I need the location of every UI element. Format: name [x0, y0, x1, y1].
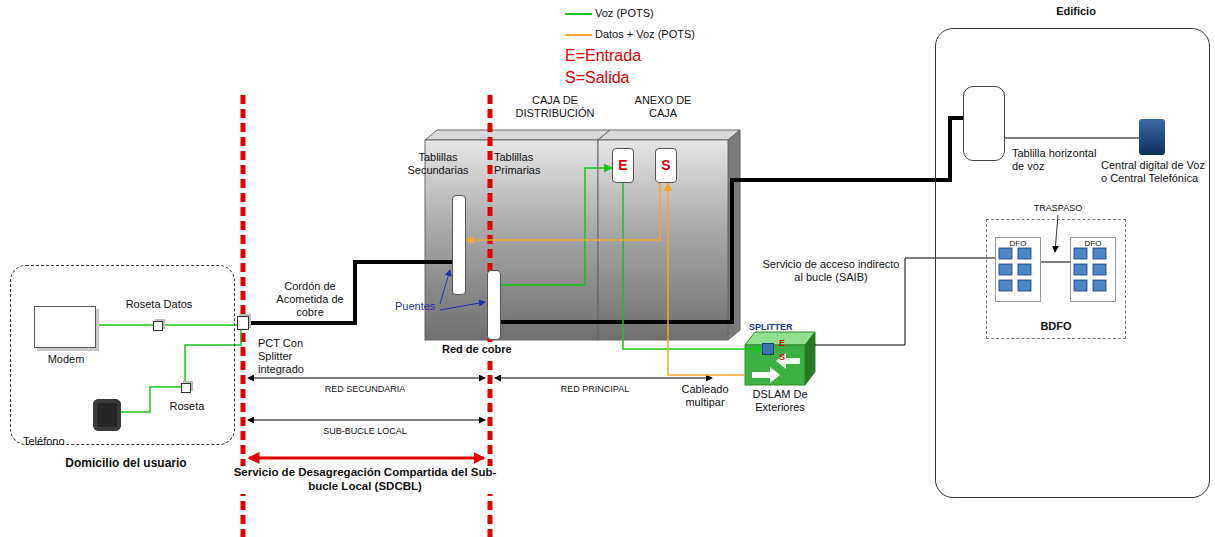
annotation-label: SUB-BUCLE LOCAL: [300, 426, 430, 437]
annotation-label: S=Salida: [565, 68, 685, 87]
connector: [501, 118, 963, 322]
node-label: Tablillas Primarias: [494, 151, 556, 177]
dfo-panels: [993, 235, 1114, 300]
annotation-label: RED SECUNDARIA: [300, 384, 430, 395]
data-socket: Roseta Datos: [153, 321, 163, 331]
modem-icon: Modem: [34, 306, 96, 348]
dslam-illustration: [745, 332, 815, 385]
node-label: Tablillas Secundarias: [403, 151, 473, 177]
node-label: Edificio: [1046, 5, 1106, 18]
node-label: Roseta Datos: [109, 298, 209, 311]
secondary-strip: Tablillas Secundarias: [452, 195, 466, 295]
node-label: Central digital de Voz o Central Telefón…: [1101, 159, 1209, 185]
dfo-panel: DFO: [995, 237, 1041, 302]
annotation-label: Servicio de acceso indirecto al bucle (S…: [762, 258, 900, 284]
connector: [163, 324, 237, 326]
bdfo-box: BDFO DFO DFO: [986, 219, 1126, 339]
connector: [1005, 138, 1139, 139]
annotation-label: Puentes: [395, 300, 439, 313]
node-label: CAJA DE DISTRIBUCIÓN: [505, 94, 605, 120]
node-label: S: [656, 157, 676, 174]
input-port: E: [612, 148, 634, 183]
annotation-label: E=Entrada: [565, 46, 685, 65]
node-label: ANEXO DE CAJA: [623, 94, 703, 120]
annotation-label: Servicio de Desagregación Compartida del…: [230, 466, 500, 494]
output-port: S: [655, 148, 677, 183]
node-label: Modem: [35, 353, 97, 366]
annotation-label: Cableado multipar: [674, 383, 736, 409]
connector: [466, 183, 660, 240]
span-arrows: [248, 378, 712, 458]
exchange-icon: Central digital de Voz o Central Telefón…: [1139, 119, 1165, 155]
node-label: Teléfono: [23, 435, 83, 448]
node-label: E: [613, 157, 633, 174]
annotation-label: RED PRINCIPAL: [540, 384, 650, 395]
connector: [501, 168, 612, 285]
traspaso-arrow: [1055, 215, 1058, 252]
box-annex: ANEXO DE CAJAES: [598, 140, 728, 340]
primary-strip: Tablillas Primarias: [487, 270, 501, 340]
annotation-label: Cordón de Acometida de cobre: [270, 280, 350, 320]
splitter: SPLITTER: [762, 343, 774, 355]
connector: [96, 324, 153, 326]
annotation-label: TRASPASO: [1030, 203, 1086, 214]
connector: [249, 262, 452, 323]
connector: [815, 258, 995, 345]
connector: [623, 183, 762, 349]
node-label: Tablilla horizontal de voz: [1012, 147, 1098, 173]
voice-strip: Tablilla horizontal de voz: [963, 86, 1005, 161]
phone-icon: Teléfono: [93, 399, 121, 431]
node-label: SPLITTER: [749, 322, 809, 333]
node-label: DFO: [1071, 239, 1115, 249]
node-label: BDFO: [987, 320, 1125, 333]
node-label: DSLAM De Exteriores: [740, 388, 820, 414]
legend-text: Voz (POTS): [595, 7, 735, 20]
connector: [1041, 262, 1070, 263]
cabinet: [425, 130, 740, 340]
legend-text: Datos + Voz (POTS): [595, 28, 755, 41]
annotation-label: E: [777, 338, 787, 349]
pct-box: PCT Con Splitter integrado: [237, 316, 249, 330]
connector: [185, 330, 241, 383]
annotation-label: S: [777, 352, 787, 363]
annotation-label: Red de cobre: [442, 343, 517, 356]
phone-socket: Roseta: [181, 383, 191, 393]
node-label: Roseta: [162, 400, 212, 413]
building-box: EdificioTablilla horizontal de vozCentra…: [935, 28, 1210, 498]
node-label: DFO: [996, 239, 1040, 249]
dfo-panel: DFO: [1070, 237, 1116, 302]
premises-box: Domicilio del usuarioModemRoseta DatosTe…: [10, 265, 235, 445]
distribution-box: CAJA DE DISTRIBUCIÓNTablillas Secundaria…: [425, 140, 600, 340]
legend-samples: [565, 14, 592, 35]
node-label: PCT Con Splitter integrado: [258, 337, 330, 377]
connector: [668, 183, 745, 375]
node-label: Domicilio del usuario: [36, 456, 216, 470]
